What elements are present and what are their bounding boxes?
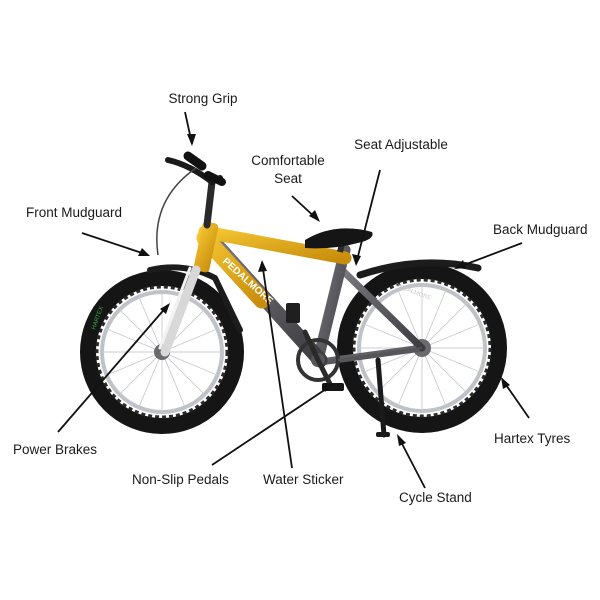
callout-comfortable-seat: Comfortable Seat <box>251 152 325 188</box>
callout-strong-grip: Strong Grip <box>168 91 238 106</box>
callout-hartex-tyres: Hartex Tyres <box>494 431 571 446</box>
kickstand <box>375 357 390 438</box>
callout-comfortable-seat-line2: Seat <box>274 171 302 186</box>
callout-seat-adjustable: Seat Adjustable <box>354 137 448 152</box>
handle-grip <box>183 151 207 171</box>
rear-tyre <box>337 263 507 433</box>
callout-back-mudguard: Back Mudguard <box>493 222 588 237</box>
callout-front-mudguard: Front Mudguard <box>26 205 123 220</box>
seat <box>305 228 373 253</box>
front-fork <box>158 265 201 357</box>
callout-power-brakes: Power Brakes <box>13 442 98 457</box>
front-tyre <box>80 270 244 434</box>
callout-non-slip-pedals: Non-Slip Pedals <box>132 472 229 487</box>
pedal-left <box>286 303 300 323</box>
callout-water-sticker: Water Sticker <box>263 472 344 487</box>
front-wheel: HARTEX <box>80 270 244 434</box>
callout-arrowheads <box>138 134 510 446</box>
callout-comfortable-seat-line1: Comfortable <box>251 153 325 168</box>
front-mudguard <box>147 264 243 333</box>
handlebar <box>156 151 226 256</box>
callout-cycle-stand: Cycle Stand <box>399 490 472 505</box>
